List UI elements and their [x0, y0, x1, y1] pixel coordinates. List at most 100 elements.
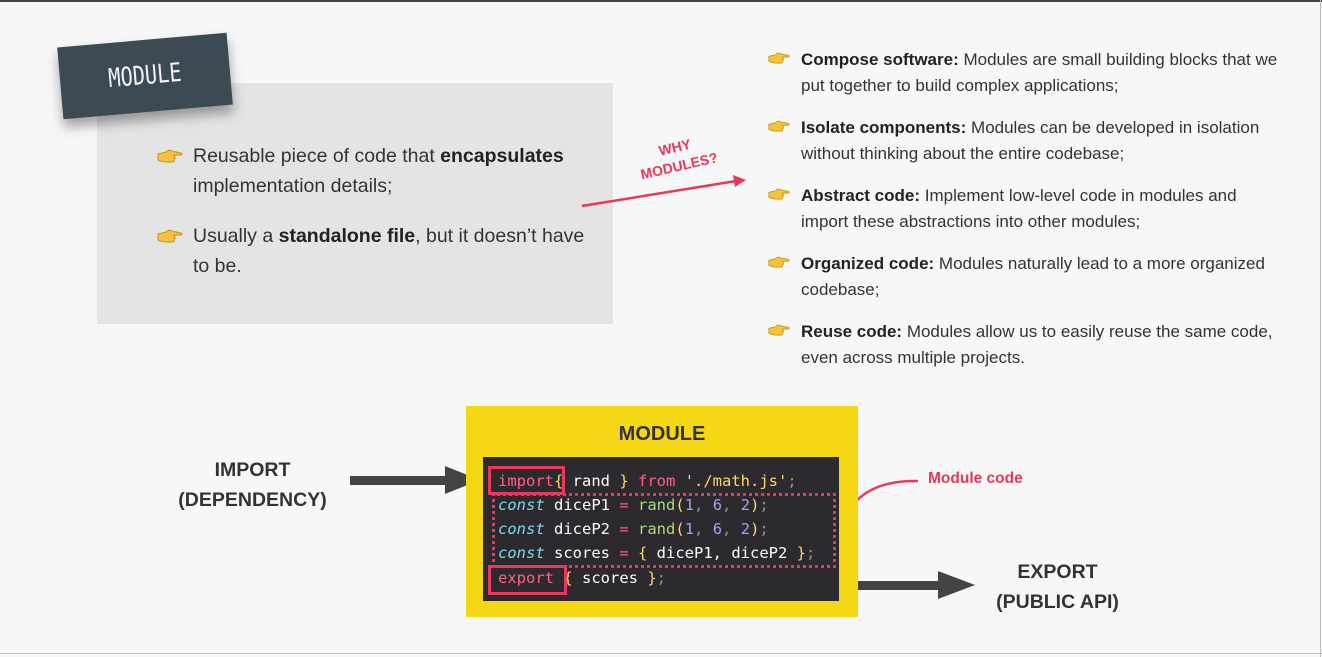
- operator: =: [619, 544, 629, 562]
- definition-bold: standalone file: [278, 225, 416, 247]
- export-arrow-icon: [847, 571, 975, 599]
- identifier: scores: [572, 569, 648, 587]
- why-modules-label: WHY MODULES?: [619, 126, 735, 188]
- brace: }: [796, 544, 806, 562]
- why-item: Compose software: Modules are small buil…: [768, 47, 1288, 99]
- why-item-title: Organized code:: [801, 254, 935, 273]
- number: 6: [712, 496, 723, 514]
- why-item: Organized code: Modules naturally lead t…: [768, 251, 1288, 303]
- code-line-import: import{ rand } from './math.js';: [498, 469, 797, 493]
- identifier: diceP2: [544, 520, 620, 538]
- from-keyword: from: [628, 472, 685, 490]
- brace: }: [647, 569, 657, 587]
- brace: {: [554, 472, 564, 490]
- paren: ): [750, 520, 760, 538]
- definition-list: Reusable piece of code that encapsulates…: [157, 141, 597, 301]
- top-border: [0, 0, 1322, 2]
- const-keyword: const: [498, 544, 545, 562]
- pointing-hand-icon: [768, 120, 790, 132]
- bottom-border: [0, 653, 1322, 654]
- number: 2: [740, 496, 751, 514]
- definition-bold: encapsulates: [440, 145, 564, 167]
- identifier: scores: [544, 544, 620, 562]
- identifier: diceP1, diceP2: [647, 544, 797, 562]
- const-keyword: const: [498, 520, 545, 538]
- code-block: import{ rand } from './math.js'; const d…: [483, 457, 839, 601]
- number: 1: [684, 496, 695, 514]
- code-line-dicep1: const diceP1 = rand(1, 6, 2);: [498, 493, 769, 517]
- why-item-title: Abstract code:: [801, 186, 921, 205]
- module-box: MODULE import{ rand } from './math.js'; …: [466, 406, 858, 617]
- pointing-hand-icon: [768, 52, 790, 64]
- identifier: diceP1: [544, 496, 620, 514]
- comma: ,: [722, 496, 741, 514]
- module-code-label: Module code: [928, 470, 1023, 487]
- code-line-dicep2: const diceP2 = rand(1, 6, 2);: [498, 517, 769, 541]
- function-name: rand: [628, 496, 676, 514]
- why-item-text: Modules are small building blocks that w…: [801, 50, 1278, 95]
- module-tag-label: MODULE: [107, 57, 183, 95]
- definition-text-after: implementation details;: [193, 175, 393, 197]
- paren: (: [675, 520, 685, 538]
- export-keyword: export: [498, 569, 554, 587]
- why-item-title: Reuse code:: [801, 322, 903, 341]
- why-item-text: Modules naturally lead to a more organiz…: [801, 254, 1265, 299]
- why-item-text: Modules can be developed in isolation wi…: [801, 118, 1260, 163]
- comma: ,: [694, 520, 713, 538]
- definition-text-before: Usually a: [193, 225, 279, 247]
- semicolon: ;: [806, 544, 816, 562]
- string-literal: './math.js': [684, 472, 788, 490]
- module-tag: MODULE: [57, 32, 233, 120]
- why-item: Reuse code: Modules allow us to easily r…: [768, 319, 1288, 371]
- why-item: Isolate components: Modules can be devel…: [768, 115, 1288, 167]
- import-label: IMPORT (DEPENDENCY): [170, 455, 335, 515]
- number: 1: [684, 520, 695, 538]
- pointing-hand-icon: [157, 229, 183, 243]
- definition-text-after: , but it doesn’t have to be.: [193, 225, 585, 277]
- number: 6: [712, 520, 723, 538]
- pointing-hand-icon: [157, 149, 183, 163]
- module-box-title: MODULE: [618, 423, 706, 445]
- import-keyword: import: [498, 472, 554, 490]
- paren: (: [675, 496, 685, 514]
- why-item-text: Implement low-level code in modules and …: [801, 186, 1237, 231]
- import-label-line: IMPORT: [214, 459, 291, 481]
- brace: {: [628, 544, 648, 562]
- code-line-scores: const scores = { diceP1, diceP2 };: [498, 541, 815, 565]
- import-arrow-icon: [350, 466, 480, 494]
- semicolon: ;: [787, 472, 797, 490]
- pointing-hand-icon: [768, 324, 790, 336]
- definition-item: Reusable piece of code that encapsulates…: [157, 141, 597, 201]
- module-definition-card: Reusable piece of code that encapsulates…: [97, 83, 613, 324]
- identifier: rand: [563, 472, 620, 490]
- function-name: rand: [628, 520, 676, 538]
- semicolon: ;: [759, 496, 769, 514]
- export-label-line: EXPORT: [1017, 561, 1098, 583]
- export-label: EXPORT (PUBLIC API): [985, 557, 1130, 617]
- brace: }: [619, 472, 629, 490]
- why-item-title: Isolate components:: [801, 118, 967, 137]
- comma: ,: [694, 496, 713, 514]
- module-code-highlight: [492, 493, 836, 568]
- operator: =: [619, 520, 629, 538]
- import-label-line: (DEPENDENCY): [178, 489, 327, 511]
- right-border: [1320, 0, 1321, 657]
- pointing-hand-icon: [768, 188, 790, 200]
- operator: =: [619, 496, 629, 514]
- why-item-text: Modules allow us to easily reuse the sam…: [801, 322, 1273, 367]
- const-keyword: const: [498, 496, 545, 514]
- comma: ,: [722, 520, 741, 538]
- number: 2: [740, 520, 751, 538]
- semicolon: ;: [759, 520, 769, 538]
- pointing-hand-icon: [768, 256, 790, 268]
- import-highlight: [488, 466, 565, 495]
- why-item: Abstract code: Implement low-level code …: [768, 183, 1288, 235]
- semicolon: ;: [656, 569, 667, 587]
- export-highlight: [488, 565, 567, 595]
- why-modules-list: Compose software: Modules are small buil…: [768, 47, 1288, 387]
- definition-item: Usually a standalone file, but it doesn’…: [157, 221, 597, 281]
- paren: ): [750, 496, 760, 514]
- why-item-title: Compose software:: [801, 50, 959, 69]
- brace: {: [554, 569, 573, 587]
- export-label-line: (PUBLIC API): [996, 591, 1119, 613]
